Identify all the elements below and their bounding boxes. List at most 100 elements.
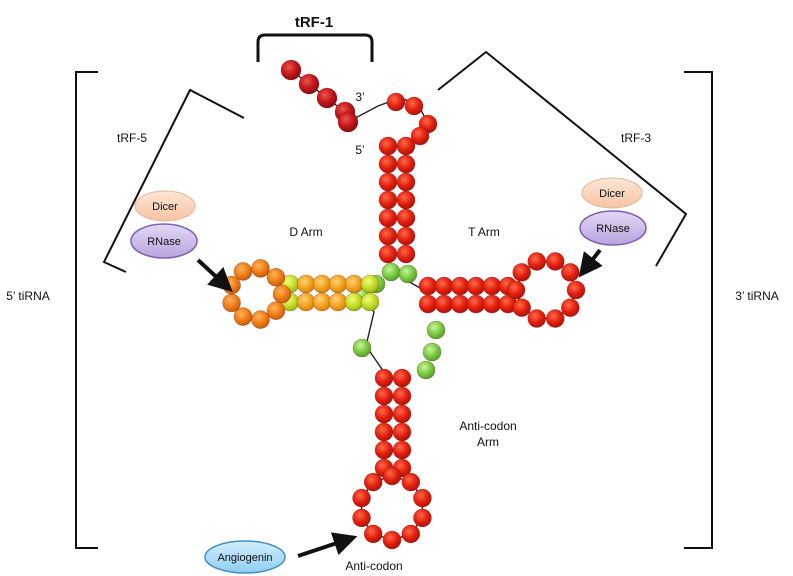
nucleotide-52: [466, 276, 486, 296]
nucleotide-82: [392, 404, 412, 424]
label-3-prime: 3’: [355, 90, 364, 104]
nucleotide-10: [378, 154, 398, 174]
rnase-left: RNase: [130, 223, 198, 259]
arrow-angiogenin: [297, 532, 358, 558]
nucleotide-31: [328, 274, 348, 294]
nucleotide-17: [396, 154, 416, 174]
nucleotide-33: [360, 274, 380, 294]
nucleotide-15: [378, 244, 398, 264]
label-5-prime: 5’: [355, 143, 364, 157]
label-5-tirna: 5’ tiRNA: [6, 289, 50, 303]
svg-text:Dicer: Dicer: [599, 188, 625, 200]
nucleotide-46: [233, 262, 253, 281]
nucleotide-56: [434, 294, 454, 314]
svg-text:RNase: RNase: [596, 223, 630, 235]
nucleotide-57: [450, 294, 470, 314]
nucleotide-65: [560, 263, 580, 282]
dicer-right: Dicer: [581, 177, 643, 209]
nucleotide-24: [381, 262, 401, 282]
nucleotide-14: [378, 226, 398, 246]
nucleotide-76: [374, 404, 394, 424]
nucleotide-23: [410, 126, 430, 146]
nucleotide-1: [280, 59, 302, 81]
nucleotide-41: [266, 301, 286, 321]
nucleotide-25: [398, 264, 418, 284]
nucleotide-90: [401, 524, 421, 544]
label-3-tirna: 3’ tiRNA: [735, 289, 779, 303]
nucleotide-18: [396, 172, 416, 192]
nucleotide-19: [396, 190, 416, 210]
dicer-left: Dicer: [134, 190, 196, 222]
nucleotide-84: [392, 440, 412, 460]
label-anticodon-arm-1: Anti-codon: [459, 419, 516, 433]
nucleotide-55: [418, 294, 438, 314]
nucleotide-73: [416, 360, 436, 380]
nucleotide-13: [378, 208, 398, 228]
nucleotide-29: [296, 274, 316, 294]
nucleotide-71: [426, 320, 446, 340]
nucleotide-36: [312, 292, 332, 312]
nucleotide-72: [422, 342, 442, 362]
nucleotide-61: [506, 280, 526, 300]
nucleotide-94: [352, 488, 371, 508]
nucleotide-77: [374, 422, 394, 442]
svg-text:Angiogenin: Angiogenin: [217, 552, 272, 564]
nucleotide-58: [466, 294, 486, 314]
svg-text:Dicer: Dicer: [152, 201, 178, 213]
nucleotide-2: [298, 73, 320, 95]
nucleotide-66: [566, 280, 586, 300]
label-trf1: tRF-1: [295, 14, 333, 31]
nucleotide-80: [392, 368, 412, 388]
arrow-rnase-left: [196, 258, 233, 293]
arrow-rnase-right: [578, 248, 603, 278]
nucleotide-95: [363, 472, 383, 492]
nucleotide-9: [378, 136, 398, 156]
nucleotide-88: [413, 488, 432, 508]
nucleotide-51: [450, 276, 470, 296]
angiogenin: Angiogenin: [204, 540, 286, 574]
trna-nucleotides: [222, 59, 586, 550]
nucleotide-42: [251, 310, 270, 329]
nucleotide-96: [352, 338, 372, 358]
nucleotide-87: [401, 472, 421, 492]
label-t-arm: T Arm: [468, 225, 500, 239]
nucleotide-68: [545, 309, 565, 328]
label-trf3: tRF-3: [621, 131, 651, 145]
nucleotide-20: [396, 208, 416, 228]
svg-text:RNase: RNase: [147, 236, 181, 248]
nucleotide-86: [382, 466, 402, 486]
label-d-arm: D Arm: [289, 225, 322, 239]
rnase-right: RNase: [579, 210, 647, 246]
nucleotide-48: [266, 267, 286, 287]
nucleotide-3: [316, 87, 338, 109]
nucleotide-6: [386, 92, 406, 112]
nucleotide-81: [392, 386, 412, 406]
nucleotide-35: [296, 292, 316, 312]
bracket-trf3: [437, 50, 688, 267]
nucleotide-74: [374, 368, 394, 388]
nucleotide-12: [378, 190, 398, 210]
bracket-trf5: [102, 88, 245, 273]
nucleotide-49: [418, 276, 438, 296]
nucleotide-83: [392, 422, 412, 442]
nucleotide-38: [344, 292, 364, 312]
nucleotide-78: [374, 440, 394, 460]
nucleotide-30: [312, 274, 332, 294]
nucleotide-7: [404, 96, 424, 116]
label-trf5: tRF-5: [117, 131, 147, 145]
nucleotide-67: [560, 298, 580, 317]
nucleotide-47: [251, 259, 270, 278]
nucleotide-40: [272, 284, 292, 304]
nucleotide-92: [363, 524, 383, 544]
nucleotide-62: [512, 263, 532, 282]
nucleotide-37: [328, 292, 348, 312]
nucleotide-11: [378, 172, 398, 192]
nucleotide-89: [413, 508, 432, 528]
nucleotide-93: [352, 508, 371, 528]
label-anticodon: Anti-codon: [345, 559, 402, 573]
label-anticodon-arm-2: Arm: [477, 435, 499, 449]
nucleotide-22: [396, 244, 416, 264]
nucleotide-59: [482, 294, 502, 314]
nucleotide-69: [527, 309, 547, 328]
